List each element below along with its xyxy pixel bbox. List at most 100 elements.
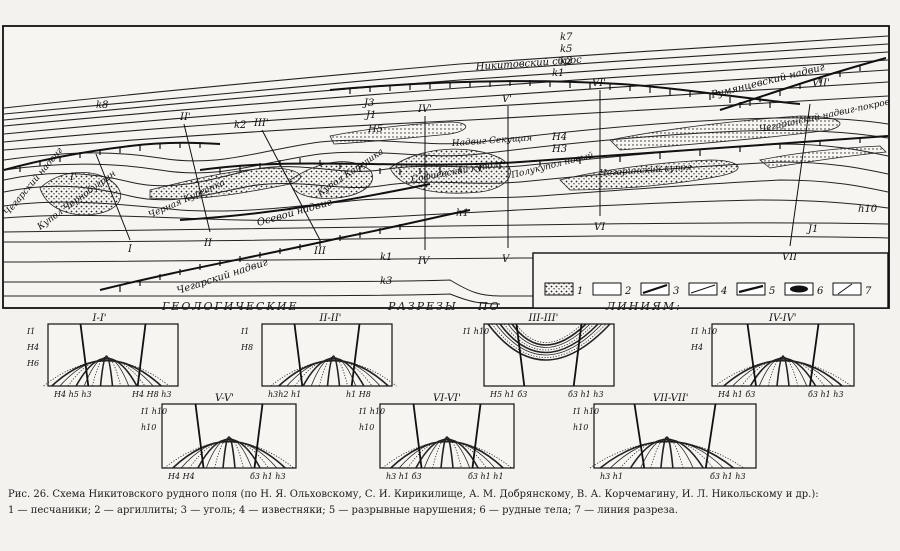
section-left-label: I1 h10 [140, 407, 167, 416]
section-left-label: H4 [26, 343, 39, 352]
fold-layer [620, 439, 714, 469]
fold-layer [589, 441, 744, 469]
fold-layer [189, 439, 269, 469]
legend-sandstone-swatch [544, 282, 574, 296]
bed-k5: k5 [560, 44, 572, 55]
fold-layer [67, 358, 146, 387]
header-word-3: ПО [478, 300, 501, 313]
line-III-bot: III [313, 246, 327, 257]
section-bottom-label: H4 h5 h3 [53, 390, 92, 399]
geological-map: 1 2 3 4 5 6 7 Никитовский сброс Румянцев… [2, 25, 891, 309]
section-bottom-label: h3 h1 б3 [386, 472, 422, 481]
header-word-1: ГЕОЛОГИЧЕСКИЕ [162, 300, 299, 313]
bed-k1b: k1 [380, 252, 392, 263]
legend-num-6: 6 [817, 286, 824, 297]
section-right-label: б3 h1 h1 [468, 472, 504, 481]
cross-section-frame [593, 403, 757, 469]
sections-header: ГЕОЛОГИЧЕСКИЕ РАЗРЕЗЫ ПО ЛИНИЯМ: [0, 300, 900, 318]
section-fault [350, 323, 361, 387]
sandstone-bands [39, 115, 887, 216]
fold-layer [326, 355, 341, 387]
section-left-label: H4 [690, 343, 703, 352]
fold-layer [51, 359, 162, 387]
section-left-label: I1 h10 [462, 327, 489, 336]
cross-section-title: V-V' [215, 393, 234, 404]
fold-layer [629, 438, 704, 469]
caption-title: Рис. 26. Схема Никитовского рудного поля… [8, 489, 819, 500]
fold-layer [432, 437, 462, 469]
fold-layer [515, 323, 583, 343]
section-left-label: H8 [240, 343, 253, 352]
section-fault [293, 323, 304, 387]
cross-section-7: VII-VII' I1 h10 h10 h3 h1 б3 h1 h3 [572, 392, 784, 482]
section-right-label: б3 h1 h3 [808, 390, 844, 399]
cross-section-frame [711, 323, 855, 387]
fold-layer [43, 360, 170, 387]
fold-layer [197, 438, 261, 469]
bed-k1: k1 [552, 68, 564, 79]
section-bottom-label: H5 h1 б3 [489, 390, 527, 399]
section-right-label: H4 H8 h3 [131, 390, 171, 399]
line-II-bot: II [203, 238, 213, 249]
line-V-bot: V [502, 254, 511, 265]
fold-layer [172, 440, 286, 469]
cross-section-title: IV-IV' [768, 313, 797, 324]
figure-caption: Рис. 26. Схема Никитовского рудного поля… [8, 488, 892, 518]
section-left-label: I1 [240, 327, 249, 336]
fold-layer [776, 355, 790, 387]
section-fault [633, 403, 646, 469]
section-left-label: I1 h10 [572, 407, 599, 416]
fold-layer [294, 358, 373, 387]
section-fault [412, 403, 423, 469]
bed-h5: H5 [367, 124, 383, 135]
bed-h4: H4 [551, 132, 567, 143]
cross-section-frame [379, 403, 515, 469]
fold-layer [487, 323, 611, 361]
faults [3, 57, 889, 291]
section-right-label: h1 H8 [346, 390, 371, 399]
fold-layer [222, 436, 236, 469]
legend-num-4: 4 [720, 286, 727, 297]
section-bottom-label: H4 h1 б3 [717, 390, 755, 399]
cross-section-title: VII-VII' [653, 393, 689, 404]
section-lines [95, 90, 811, 250]
fold-layer [767, 356, 799, 387]
line-III-top: III' [253, 118, 269, 129]
section-left-label: h10 [359, 423, 374, 432]
section-fault [704, 403, 717, 469]
fold-layer [91, 356, 122, 387]
section-right-label: б3 h1 h3 [710, 472, 746, 481]
bed-k2b: k2 [234, 120, 246, 131]
fold-layer [407, 439, 487, 469]
fold-layer [278, 359, 389, 387]
legend-num-5: 5 [769, 286, 775, 297]
section-fault [253, 403, 264, 469]
line-IV-bot: IV [417, 256, 431, 267]
section-left-label: h10 [141, 423, 156, 432]
caption-legend: 1 — песчаники; 2 — аргиллиты; 3 — уголь;… [8, 505, 678, 516]
fold-layer [302, 357, 365, 387]
section-left-label: h10 [573, 423, 588, 432]
fold-layer [415, 438, 479, 469]
section-bottom-label: h3h2 h1 [268, 390, 301, 399]
section-bottom-label: h3 h1 [600, 472, 623, 481]
legend-section-line-swatch [832, 282, 862, 296]
legend: 1 2 3 4 5 6 7 [532, 252, 889, 309]
section-left-label: I1 h10 [690, 327, 717, 336]
line-VI-top: VI' [592, 78, 606, 89]
legend-num-1: 1 [577, 286, 583, 297]
cross-section-frame [261, 323, 393, 387]
section-right-label: б3 h1 h3 [250, 472, 286, 481]
section-left-label: I1 [26, 327, 35, 336]
legend-num-2: 2 [624, 286, 631, 297]
header-word-2: РАЗРЕЗЫ [388, 300, 458, 313]
cross-section-title: III-III' [528, 313, 559, 324]
bed-j1b: J1 [806, 224, 818, 235]
